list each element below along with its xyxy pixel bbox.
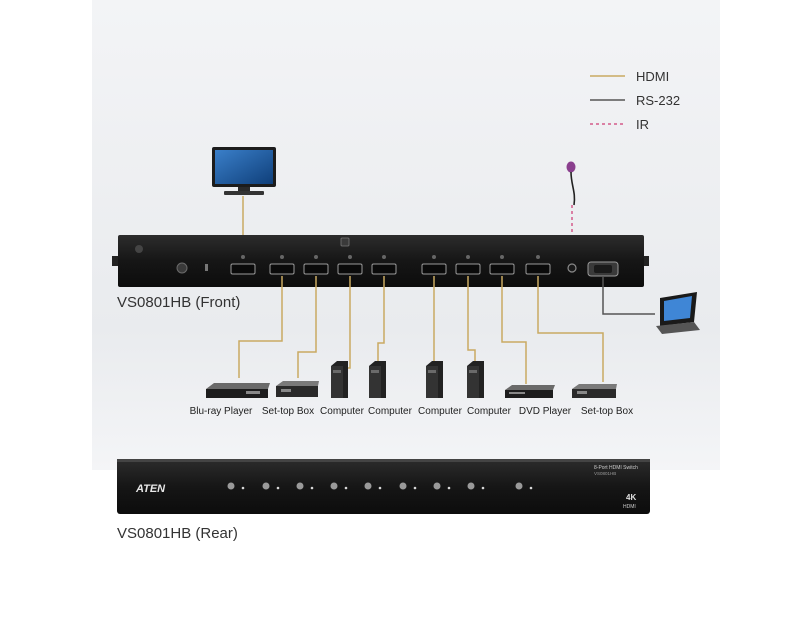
device-label-computer-3: Computer [418,406,463,417]
port-select-button-3 [296,482,304,490]
hdmi-port-3 [337,255,363,275]
device-label-bluray: Blu-ray Player [190,406,253,417]
port-select-button-2 [262,482,270,490]
rear-panel: ATEN 8-Port HDMI Switch VS0801HB 4K HDMI [117,459,650,514]
hdmi-port-7 [489,255,515,275]
hdmi-port-5 [421,255,447,275]
rear-model-line2: VS0801HB [594,471,616,476]
control-pc-icon [656,292,700,334]
hdmi-port-6 [455,255,481,275]
set-top-box-icon [276,381,319,397]
computer-icon-1 [331,361,348,398]
port-select-button-1 [227,482,235,490]
hdmi-port-output [230,255,256,275]
rear-badge-hdmi: HDMI [623,504,636,510]
device-label-computer-4: Computer [467,406,512,417]
hdmi-port-4 [371,255,397,275]
set-top-box-icon-2 [572,384,617,398]
legend-rs232-label: RS-232 [636,93,680,108]
port-select-button-8 [467,482,475,490]
ir-receiver-icon [566,161,576,206]
ir-jack [567,263,577,273]
device-label-settop-1: Set-top Box [262,406,314,417]
legend-hdmi-label: HDMI [636,69,669,84]
hdmi-port-2 [303,255,329,275]
port-leds [241,486,533,490]
rear-caption: VS0801HB (Rear) [117,525,238,542]
port-select-button-5 [364,482,372,490]
hdmi-port-8 [525,255,551,275]
port-select-button-7 [433,482,441,490]
rear-brand-logo: ATEN [135,483,166,495]
device-label-computer-1: Computer [320,406,365,417]
legend-ir-label: IR [636,117,649,132]
bluray-player-icon [206,383,270,398]
dvd-player-icon [505,385,555,398]
front-panel [112,235,649,287]
computer-icon-3 [426,361,443,398]
port-select-button-6 [399,482,407,490]
hdmi-input-cables [238,276,604,384]
power-button [515,482,523,490]
rs232-port [587,261,619,277]
computer-icon-2 [369,361,386,398]
device-label-computer-2: Computer [368,406,413,417]
port-select-buttons [227,482,523,490]
device-label-settop-2: Set-top Box [581,406,633,417]
front-caption: VS0801HB (Front) [117,294,240,311]
rear-model-line1: 8-Port HDMI Switch [594,465,638,471]
port-select-button-4 [330,482,338,490]
hdmi-port-1 [269,255,295,275]
computer-icon-4 [467,361,484,398]
device-label-dvd: DVD Player [519,406,572,417]
rs232-cable [602,276,655,315]
legend: HDMI RS-232 IR [590,69,680,132]
rear-badge-4k: 4K [626,493,636,502]
monitor-icon [212,147,276,195]
